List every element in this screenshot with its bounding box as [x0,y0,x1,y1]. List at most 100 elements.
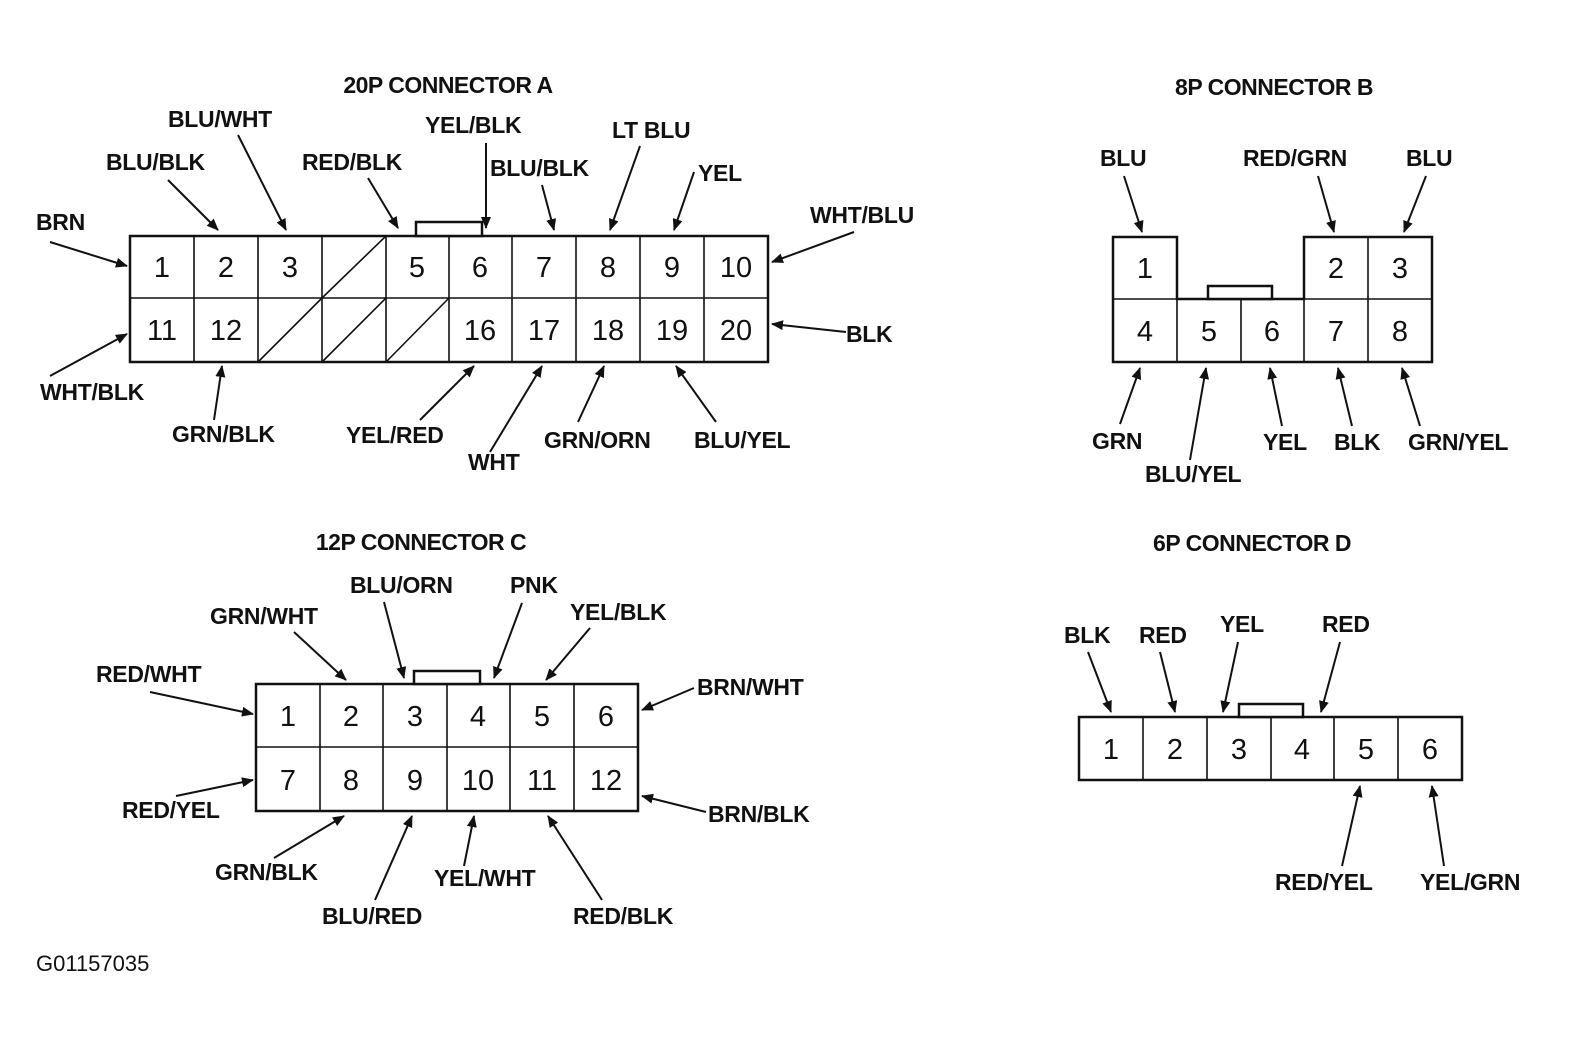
figure-id: G01157035 [36,951,149,976]
pin-b2: 2 [1328,253,1344,285]
pin-c3: 3 [407,701,423,733]
pin-d6: 6 [1422,734,1438,766]
connector-a-grid [130,235,768,363]
pin-c10: 10 [462,765,494,797]
wire-label-b1: BLU [1100,145,1146,171]
wire-label-c12: BRN/BLK [708,801,810,827]
wire-label-c7: RED/YEL [122,797,220,823]
wire-label-a7: BLU/BLK [490,155,590,181]
pin-d4: 4 [1294,734,1310,766]
wire-label-a2: BLU/BLK [106,149,206,175]
connector-d-grid [1142,717,1399,780]
connector-c: 12P CONNECTOR C 1 2 3 4 5 6 7 8 9 10 11 … [96,529,810,929]
connector-c-arrows [149,601,707,901]
pin-a10: 10 [720,252,752,284]
connector-c-latch [412,669,482,686]
wire-label-c4: PNK [510,572,558,598]
pin-a5: 5 [409,252,425,284]
connector-a: 20P CONNECTOR A 1 2 3 5 6 7 [36,72,914,475]
pin-b4: 4 [1137,316,1153,348]
wire-label-d5: RED/YEL [1275,869,1373,895]
pin-c4: 4 [470,701,486,733]
pin-a20: 20 [720,315,752,347]
pin-d2: 2 [1167,734,1183,766]
pin-a7: 7 [536,252,552,284]
pin-d3: 3 [1231,734,1247,766]
wire-label-d2: RED [1139,622,1187,648]
wire-label-a19: BLU/YEL [694,427,791,453]
pin-a17: 17 [528,315,560,347]
connector-b-arrows [1119,175,1427,461]
wire-label-a11: WHT/BLK [40,379,145,405]
pin-c5: 5 [534,701,550,733]
pin-c11: 11 [527,765,557,797]
connector-a-arrows [49,134,855,453]
connector-a-latch [414,220,484,238]
wire-label-c1: RED/WHT [96,661,201,687]
pin-b3: 3 [1392,253,1408,285]
pin-c6: 6 [598,701,614,733]
wire-label-d6: YEL/GRN [1420,869,1520,895]
pin-a3: 3 [282,252,298,284]
pin-a1: 1 [154,252,170,284]
connector-d-latch [1237,702,1305,719]
wire-label-c8: GRN/BLK [215,859,318,885]
wire-label-a10: WHT/BLU [810,202,914,228]
connector-d: 6P CONNECTOR D 1 2 3 4 5 6 BLK RED YEL R… [1064,530,1520,895]
pin-c1: 1 [280,701,296,733]
wire-label-a16: YEL/RED [346,422,444,448]
connector-b-title: 8P CONNECTOR B [1175,74,1373,100]
connector-c-pins: 1 2 3 4 5 6 7 8 9 10 11 12 [280,701,622,797]
wire-label-c10: YEL/WHT [434,865,536,891]
wire-label-a17: WHT [468,449,520,475]
pin-a18: 18 [592,315,624,347]
connector-d-wire-labels: BLK RED YEL RED RED/YEL YEL/GRN [1064,611,1520,895]
wire-label-c11: RED/BLK [573,903,674,929]
connector-b-grid [1113,237,1432,362]
pin-b8: 8 [1392,316,1408,348]
connector-a-title: 20P CONNECTOR A [343,72,552,98]
wire-label-a5: RED/BLK [302,149,403,175]
wire-label-d4: RED [1322,611,1370,637]
connector-b-wire-labels: BLU RED/GRN BLU GRN BLU/YEL YEL BLK GRN/… [1092,145,1509,487]
connector-d-pins: 1 2 3 4 5 6 [1103,734,1438,766]
wire-label-a20: BLK [846,321,893,347]
pin-d1: 1 [1103,734,1119,766]
pin-a19: 19 [656,315,688,347]
pin-a16: 16 [464,315,496,347]
pin-d5: 5 [1358,734,1374,766]
wire-label-b3: BLU [1406,145,1452,171]
pin-c8: 8 [343,765,359,797]
wire-label-b5: BLU/YEL [1145,461,1242,487]
wire-label-b6: YEL [1263,429,1307,455]
wire-label-a3: BLU/WHT [168,106,272,132]
wire-label-a1: BRN [36,209,85,235]
connector-d-title: 6P CONNECTOR D [1153,530,1351,556]
connector-d-arrows [1087,641,1445,867]
wire-label-b2: RED/GRN [1243,145,1347,171]
pin-a9: 9 [664,252,680,284]
pin-a8: 8 [600,252,616,284]
wire-label-c2: GRN/WHT [210,603,318,629]
wire-label-b8: GRN/YEL [1408,429,1508,455]
pin-b7: 7 [1328,316,1344,348]
connector-b-latch [1206,284,1274,301]
wire-label-d1: BLK [1064,622,1111,648]
wire-label-a8: LT BLU [612,117,690,143]
pin-b1: 1 [1137,253,1153,285]
pin-a11: 11 [147,315,177,347]
connector-b-pins: 1 2 3 4 5 6 7 8 [1137,253,1408,348]
wire-label-c5: YEL/BLK [570,599,667,625]
pin-b5: 5 [1201,316,1217,348]
connector-c-title: 12P CONNECTOR C [316,529,526,555]
wire-label-d3: YEL [1220,611,1264,637]
wire-label-c6: BRN/WHT [697,674,804,700]
wire-label-c3: BLU/ORN [350,572,453,598]
wire-label-a18: GRN/ORN [544,427,651,453]
wire-label-a6: YEL/BLK [425,112,522,138]
connector-a-wire-labels: BRN BLU/BLK BLU/WHT RED/BLK YEL/BLK BLU/… [36,106,914,475]
wire-label-a9: YEL [698,160,742,186]
pin-c9: 9 [407,765,423,797]
pin-a2: 2 [218,252,234,284]
